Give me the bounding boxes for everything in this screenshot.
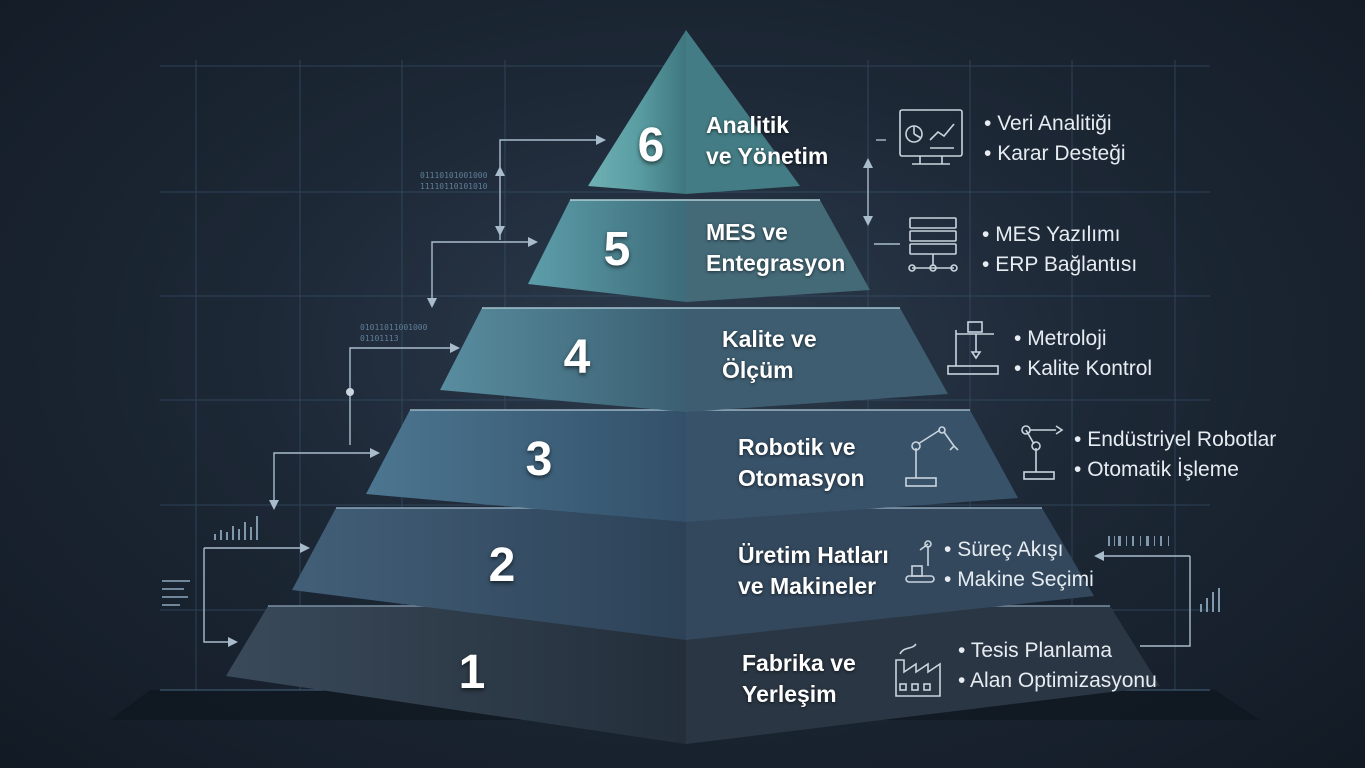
- tier-5-bullets: MES Yazılımı ERP Bağlantısı: [982, 220, 1137, 280]
- tier-5-bullet-1: MES Yazılımı: [982, 220, 1137, 250]
- tier-3-bullet-2: Otomatik İşleme: [1074, 455, 1276, 485]
- tier-4-title-line2: Ölçüm: [722, 357, 794, 383]
- tier-2-title-line1: Üretim Hatları: [738, 542, 889, 568]
- tier-6-bullets: Veri Analitiği Karar Desteği: [984, 109, 1126, 169]
- tier-4-bullet-2: Kalite Kontrol: [1014, 354, 1152, 384]
- tier-3-bullet-1: Endüstriyel Robotlar: [1074, 425, 1276, 455]
- tier-3: [366, 409, 1018, 522]
- tier-1-number: 1: [458, 646, 486, 699]
- tier-6-title-line1: Analitik: [706, 112, 790, 138]
- tier-5-number: 5: [603, 223, 631, 276]
- tier-5-title-line2: Entegrasyon: [706, 250, 846, 276]
- tier-4-title-line1: Kalite ve: [722, 326, 817, 352]
- tier-6-bullet-1: Veri Analitiği: [984, 109, 1126, 139]
- factory-icon: [895, 643, 941, 697]
- legend-marks-left: [162, 580, 190, 606]
- tier-4-number: 4: [563, 331, 591, 384]
- tier-6-number: 6: [637, 119, 665, 172]
- connector-node: [346, 388, 354, 396]
- sparkline-left: [214, 516, 258, 540]
- tier-6-title-line2: ve Yönetim: [706, 143, 829, 169]
- tier-5-title: MES ve Entegrasyon: [706, 217, 845, 279]
- tier-1-title: Fabrika ve Yerleşim: [742, 648, 856, 710]
- conveyor-robot-icon: [905, 540, 935, 583]
- tier-2-title-line2: ve Makineler: [738, 573, 877, 599]
- binary-text-top: 01110101001000 11110110101010: [420, 171, 488, 191]
- tier-3-title: Robotik ve Otomasyon: [738, 432, 865, 494]
- connector-arrowheads: [228, 135, 1104, 647]
- tier-1-title-line1: Fabrika ve: [742, 650, 856, 676]
- tier-3-title-line2: Otomasyon: [738, 465, 865, 491]
- tier-4-bullet-1: Metroloji: [1014, 324, 1152, 354]
- tier-4: [440, 307, 948, 412]
- tier-6-bullet-2: Karar Desteği: [984, 139, 1125, 169]
- tier-1-title-line2: Yerleşim: [742, 681, 837, 707]
- monitor-chart-icon: [899, 109, 963, 165]
- tier-5: [528, 199, 870, 302]
- tier-5-title-line1: MES ve: [706, 219, 788, 245]
- robot-arm-icon-left: [905, 426, 959, 487]
- tier-1-bullet-2: Alan Optimizasyonu: [958, 666, 1157, 696]
- tier-2-number: 2: [488, 539, 516, 592]
- tier-2-bullets: Süreç Akışı Makine Seçimi: [944, 535, 1094, 595]
- sparkline-right: [1200, 588, 1220, 612]
- tier-3-number: 3: [525, 433, 553, 486]
- tier-4-title: Kalite ve Ölçüm: [722, 324, 817, 386]
- tier-2-bullet-2: Makine Seçimi: [944, 565, 1094, 595]
- tier-2-bullet-1: Süreç Akışı: [944, 535, 1094, 565]
- tier-5-bullet-2: ERP Bağlantısı: [982, 250, 1137, 280]
- tier-6: [588, 30, 800, 194]
- server-network-icon: [908, 217, 958, 272]
- measuring-machine-icon: [947, 321, 999, 375]
- tier-6-title: Analitik ve Yönetim: [706, 110, 828, 172]
- tier-2-title: Üretim Hatları ve Makineler: [738, 540, 889, 602]
- tier-1-bullets: Tesis Planlama Alan Optimizasyonu: [958, 636, 1157, 696]
- tier-4-bullets: Metroloji Kalite Kontrol: [1014, 324, 1152, 384]
- barcode-mark: [1108, 536, 1169, 546]
- robot-arm-icon-right: [1021, 425, 1064, 480]
- tier-1-bullet-1: Tesis Planlama: [958, 636, 1157, 666]
- tier-3-title-line1: Robotik ve: [738, 434, 856, 460]
- binary-text-mid: 01011011001000 01101113: [360, 323, 428, 343]
- tier-3-bullets: Endüstriyel Robotlar Otomatik İşleme: [1074, 425, 1276, 485]
